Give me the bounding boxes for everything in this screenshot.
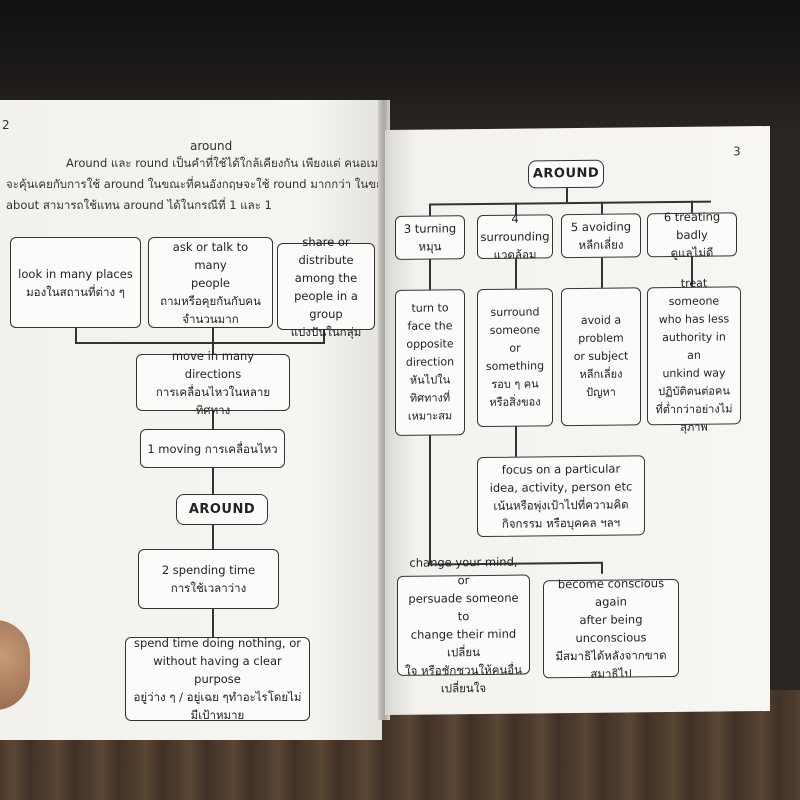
right-page: 3 AROUND 3 turning หมุน 4 surrounding แว…	[385, 125, 770, 716]
page-number-right: 3	[733, 144, 741, 159]
connector	[212, 609, 214, 637]
box-spending-time: 2 spending time การใช้เวลาว่าง	[138, 549, 279, 609]
box-surround-someone: surround someone or something รอบ ๆ คน ห…	[477, 288, 553, 428]
box-surrounding: 4 surrounding แวดล้อม	[477, 212, 553, 262]
intro-line-1: Around และ round เป็นคำที่ใช้ได้ใกล้เคีย…	[66, 156, 382, 170]
connector	[601, 257, 603, 288]
box-treating-badly: 6 treating badly ดูแลไม่ดี	[647, 210, 737, 260]
box-become-conscious: become conscious again after being uncon…	[543, 576, 679, 681]
connector	[212, 468, 214, 494]
box-focus-on: focus on a particular idea, activity, pe…	[477, 455, 645, 538]
connector	[429, 203, 431, 216]
box-spend-time-doing-nothing: spend time doing nothing, or without hav…	[125, 636, 310, 722]
box-turning: 3 turning หมุน	[395, 215, 465, 260]
connector	[212, 342, 214, 354]
connector	[566, 188, 568, 203]
left-page: 2 around Around และ round เป็นคำที่ใช้ได…	[0, 100, 382, 740]
intro-line-2: จะคุ้นเคยกับการใช้ around ในขณะที่คนอังก…	[6, 177, 382, 191]
connector	[75, 328, 77, 342]
connector	[429, 259, 431, 290]
box-change-your-mind: change your mind, or persuade someone to…	[397, 555, 530, 695]
connector	[515, 426, 517, 457]
connector	[429, 435, 431, 564]
box-avoiding: 5 avoiding หลีกเลี่ยง	[561, 213, 641, 259]
page-number-left: 2	[2, 118, 10, 132]
connector	[601, 561, 603, 574]
connector	[212, 411, 214, 429]
box-around-left: AROUND	[176, 494, 268, 525]
box-treat-someone: treat someone who has less authority in …	[647, 277, 741, 434]
box-around-right: AROUND	[528, 159, 604, 189]
box-share-or-distribute: share or distribute among the people in …	[277, 235, 375, 339]
box-avoid-a-problem: avoid a problem or subject หลีกเลี่ยง ปั…	[561, 287, 641, 427]
intro-heading: around	[190, 139, 233, 153]
connector	[429, 200, 711, 206]
box-moving: 1 moving การเคลื่อนไหว	[140, 429, 285, 468]
connector	[601, 201, 603, 214]
connector	[323, 328, 325, 342]
box-look-in-many-places: look in many places มองในสถานที่ต่าง ๆ	[10, 237, 141, 328]
box-ask-or-talk: ask or talk to many people ถามหรือคุยกัน…	[148, 237, 273, 328]
intro-line-3: about สามารถใช้แทน around ได้ในกรณีที่ 1…	[6, 198, 272, 212]
connector	[75, 342, 325, 344]
box-turn-to-face: turn to face the opposite direction หันไ…	[395, 289, 465, 436]
connector	[212, 525, 214, 549]
connector	[212, 328, 214, 342]
box-move-in-many-directions: move in many directions การเคลื่อนไหวในห…	[136, 349, 290, 417]
